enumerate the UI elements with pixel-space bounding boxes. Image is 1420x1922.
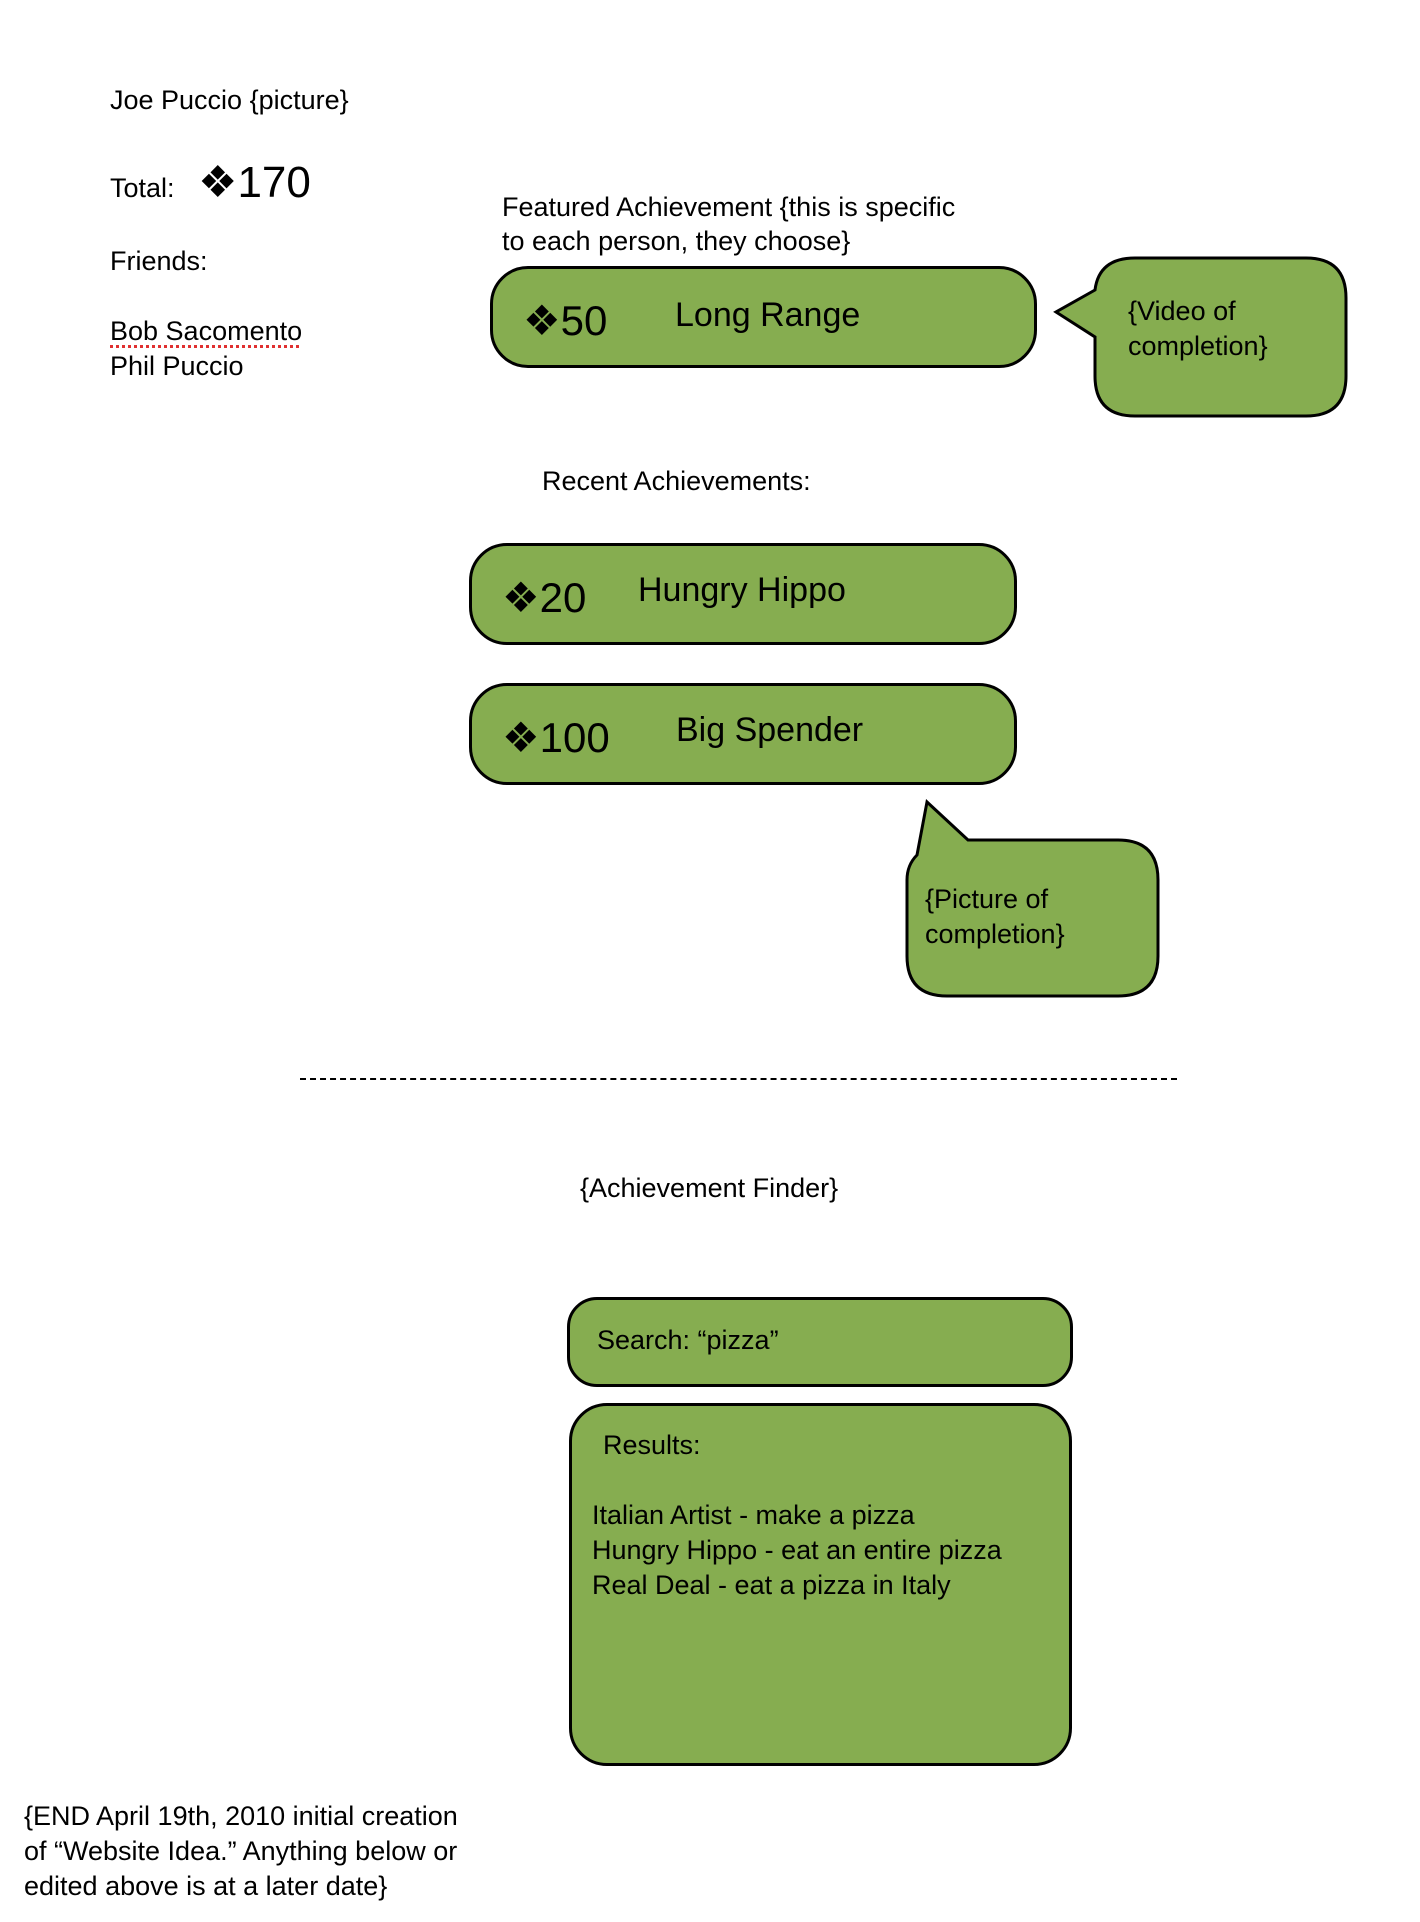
achievement-card[interactable]: ❖20 Hungry Hippo — [469, 543, 1017, 645]
end-note: edited above is at a later date} — [24, 1871, 388, 1901]
picture-bubble-text: {Picture of — [925, 884, 1049, 914]
video-bubble-text: completion} — [1128, 331, 1268, 361]
result-item[interactable]: Hungry Hippo - eat an entire pizza — [592, 1535, 1002, 1565]
search-query: Search: “pizza” — [597, 1325, 779, 1355]
video-bubble-text: {Video of — [1128, 296, 1236, 326]
picture-bubble-shape — [905, 799, 1160, 998]
friends-label: Friends: — [110, 246, 208, 276]
achievement-points: ❖100 — [502, 714, 610, 761]
end-note: {END April 19th, 2010 initial creation — [24, 1801, 458, 1831]
finder-heading: {Achievement Finder} — [580, 1173, 839, 1203]
achievement-points: ❖20 — [502, 574, 587, 621]
friend-link[interactable]: Phil Puccio — [110, 351, 244, 381]
total-value: ❖170 — [198, 158, 311, 207]
achievement-points: ❖50 — [523, 297, 608, 344]
achievement-name: Long Range — [675, 296, 861, 334]
achievement-card[interactable]: ❖100 Big Spender — [469, 683, 1017, 785]
results-label: Results: — [603, 1430, 701, 1460]
end-note: of “Website Idea.” Anything below or — [24, 1836, 458, 1866]
search-input[interactable]: Search: “pizza” — [567, 1297, 1073, 1387]
profile-name: Joe Puccio {picture} — [110, 85, 349, 115]
featured-achievement-card[interactable]: ❖50 Long Range — [490, 266, 1037, 368]
video-bubble-shape — [1053, 256, 1348, 418]
section-divider — [300, 1078, 1177, 1080]
friend-link[interactable]: Bob Sacomento — [110, 316, 303, 346]
achievement-name: Big Spender — [676, 711, 864, 749]
results-panel: Results: Italian Artist - make a pizza H… — [569, 1403, 1072, 1766]
featured-heading: Featured Achievement {this is specific — [502, 192, 956, 222]
achievement-name: Hungry Hippo — [638, 571, 846, 609]
result-item[interactable]: Italian Artist - make a pizza — [592, 1500, 915, 1530]
result-item[interactable]: Real Deal - eat a pizza in Italy — [592, 1570, 951, 1600]
total-label: Total: — [110, 173, 175, 203]
recent-heading: Recent Achievements: — [542, 466, 811, 496]
featured-heading: to each person, they choose} — [502, 226, 851, 256]
picture-bubble-text: completion} — [925, 919, 1065, 949]
